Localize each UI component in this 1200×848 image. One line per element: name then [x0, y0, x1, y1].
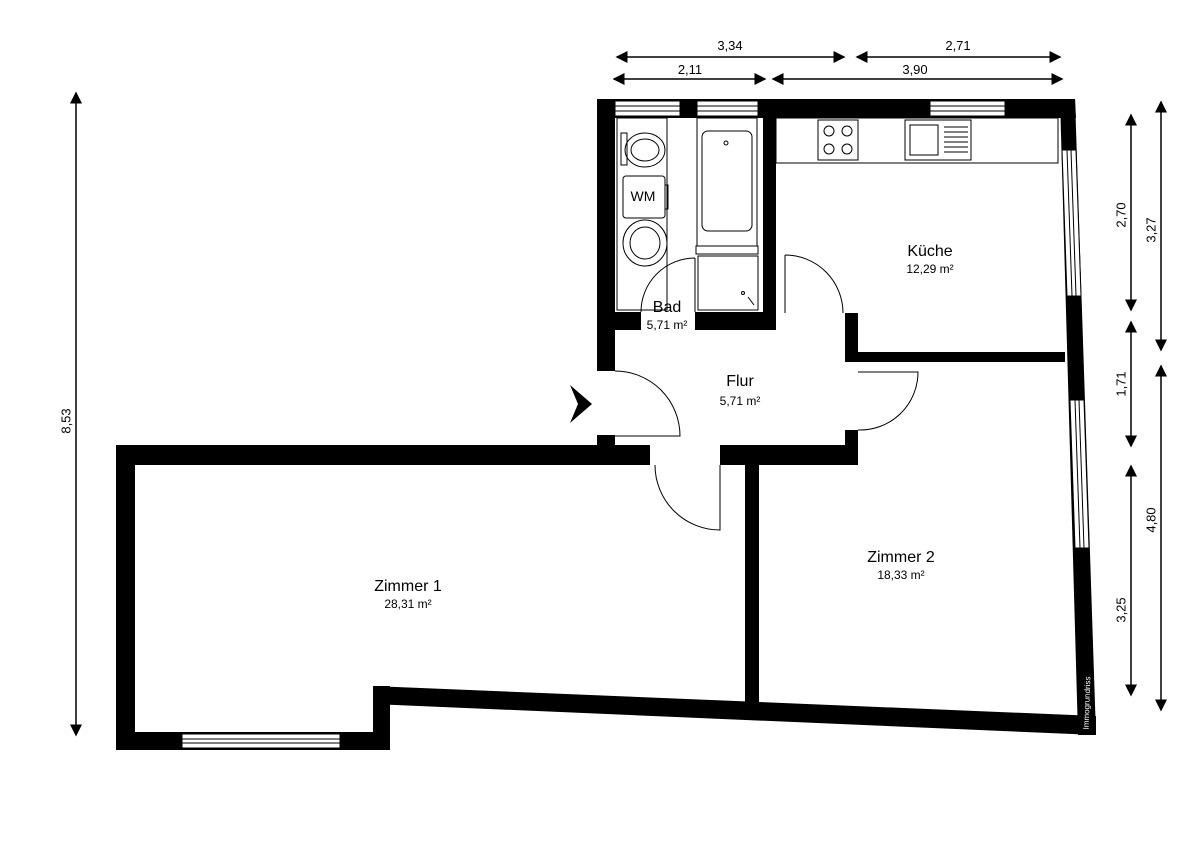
- room-name-zimmer-2: Zimmer 2: [867, 549, 935, 566]
- room-name-flur: Flur: [726, 373, 754, 390]
- room-area-zimmer-1: 28,31 m²: [384, 597, 432, 611]
- doors: [614, 254, 919, 531]
- dim-right-outer-1: 3,27: [1143, 217, 1159, 243]
- shower-icon: [697, 255, 759, 311]
- sink-icon: [622, 219, 668, 267]
- dim-top-outer-1: 3,34: [717, 38, 743, 53]
- room-name-kueche: Küche: [907, 243, 953, 260]
- room-area-bad: 5,71 m²: [646, 318, 688, 332]
- dim-right-outer-2: 4,80: [1143, 507, 1159, 533]
- stove-icon: [817, 119, 859, 161]
- room-area-zimmer-2: 18,33 m²: [877, 568, 925, 582]
- dim-top-inner-2: 3,90: [902, 62, 928, 77]
- room-name-bad: Bad: [652, 299, 682, 316]
- toilet-icon: [620, 132, 666, 168]
- dim-top-inner-1: 2,11: [677, 62, 703, 77]
- kitchen-sink-icon: [904, 119, 972, 161]
- dim-right-inner-2: 1,71: [1113, 371, 1129, 397]
- dimension-lines: [70, 51, 1167, 737]
- walls: [116, 99, 1096, 750]
- dim-right-inner-3: 3,25: [1113, 597, 1129, 623]
- fixtures: [616, 117, 1059, 311]
- dim-left-total: 8,53: [58, 408, 74, 434]
- dim-right-inner-1: 2,70: [1113, 202, 1129, 228]
- kitchen-counter: [775, 117, 1059, 164]
- watermark: Immogrundriss: [1081, 676, 1093, 730]
- washing-machine-label: WM: [630, 188, 656, 204]
- dim-top-outer-2: 2,71: [945, 38, 971, 53]
- room-area-kueche: 12,29 m²: [906, 262, 954, 276]
- bathtub-icon: [696, 117, 758, 247]
- room-name-zimmer-1: Zimmer 1: [374, 578, 442, 595]
- room-area-flur: 5,71 m²: [719, 394, 761, 408]
- windows: [181, 100, 1090, 749]
- entrance-arrow-icon: [570, 385, 592, 423]
